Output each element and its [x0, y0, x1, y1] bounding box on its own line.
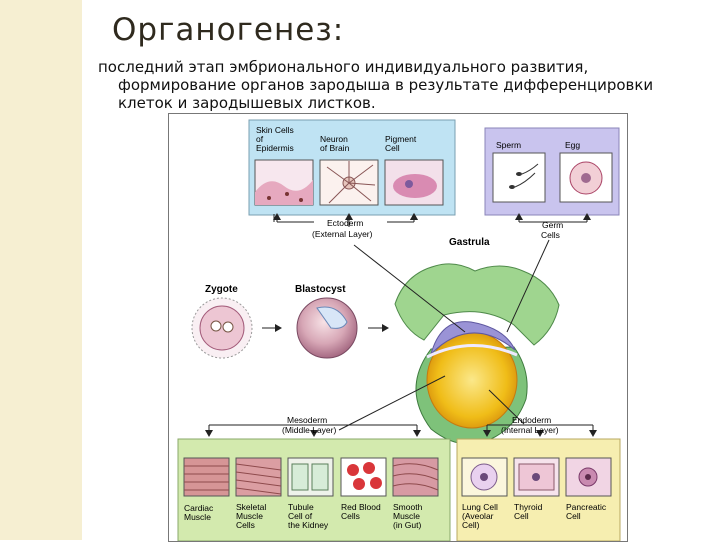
slide-title: Органогенез: [112, 12, 345, 48]
germ-bracket [515, 213, 591, 223]
germ-cells-label-l1: Germ [542, 220, 563, 230]
skin-cell-label-l3: Epidermis [256, 143, 294, 153]
pancreatic-label-l1: Pancreatic [566, 502, 607, 512]
pigment-label-l2: Cell [385, 143, 400, 153]
skeletal-label-l2: Muscle [236, 511, 263, 521]
germ-cells-label-l2: Cells [541, 230, 560, 240]
gastrula-leader-lines [338, 239, 550, 431]
tubule-label-l2: Cell of [288, 511, 313, 521]
zygote-label: Zygote [205, 284, 238, 295]
lung-label-l3: Cell) [462, 520, 480, 530]
pancreatic-label-l2: Cell [566, 511, 581, 521]
neuron-label-l2: of Brain [320, 143, 350, 153]
definition-line-1: последний этап эмбрионального индивидуал… [98, 58, 589, 76]
definition-line-2: формирование органов зародыша в результа… [118, 76, 654, 94]
rbc-label-l2: Cells [341, 511, 360, 521]
egg-image [559, 152, 613, 203]
thyroid-label-l1: Thyroid [514, 502, 543, 512]
cardiac-muscle-image [183, 457, 230, 497]
skin-cell-label-l2: of [256, 134, 264, 144]
slide-definition-text: последний этап эмбрионального индивидуал… [98, 58, 708, 112]
skin-cell-label-l1: Skin Cells [256, 125, 294, 135]
zygote-illustration [191, 297, 253, 359]
ectoderm-label: Ectoderm [327, 218, 363, 228]
tubule-label-l3: the Kidney [288, 520, 329, 530]
decorative-background-stripe [0, 0, 82, 540]
ectoderm-sublabel: (External Layer) [312, 229, 373, 239]
smooth-label-l3: (in Gut) [393, 520, 422, 530]
diagram-canvas: Skin Cells of Epidermis Neuron of Brain … [177, 119, 621, 541]
endoderm-label: Endoderm [512, 415, 551, 425]
cardiac-label-l2: Muscle [184, 512, 211, 522]
skeletal-muscle-image [235, 457, 282, 497]
cardiac-label-l1: Cardiac [184, 503, 214, 513]
organogenesis-diagram: Skin Cells of Epidermis Neuron of Brain … [168, 113, 628, 542]
thyroid-label-l2: Cell [514, 511, 529, 521]
sperm-label: Sperm [496, 140, 521, 150]
egg-label: Egg [565, 140, 580, 150]
mesoderm-bracket [205, 424, 421, 437]
gastrula-label: Gastrula [449, 237, 490, 248]
gastrula-illustration [394, 263, 560, 445]
lung-label-l1: Lung Cell [462, 502, 498, 512]
skeletal-label-l3: Cells [236, 520, 255, 530]
blastocyst-illustration [296, 297, 358, 359]
smooth-label-l2: Muscle [393, 511, 420, 521]
kidney-tubule-image [287, 457, 334, 497]
lung-label-l2: (Aveolar [462, 511, 494, 521]
endoderm-sublabel: (Internal Layer) [501, 425, 559, 435]
thyroid-cell-image [513, 457, 560, 497]
skin-cell-image [254, 159, 314, 206]
sperm-image [492, 152, 546, 203]
mesoderm-label: Mesoderm [287, 415, 327, 425]
smooth-muscle-image [392, 457, 439, 497]
mesoderm-sublabel: (Middle Layer) [282, 425, 336, 435]
neuron-image [319, 159, 379, 206]
rbc-label-l1: Red Blood [341, 502, 381, 512]
smooth-label-l1: Smooth [393, 502, 423, 512]
blastocyst-label: Blastocyst [295, 284, 346, 295]
neuron-label-l1: Neuron [320, 134, 348, 144]
tubule-label-l1: Tubule [288, 502, 314, 512]
definition-line-3: клеток и зародышевых листков. [118, 94, 376, 112]
ectoderm-bracket [273, 214, 414, 227]
pancreatic-cell-image [565, 457, 612, 497]
pigment-cell-image [384, 159, 444, 206]
endoderm-bracket [483, 424, 597, 437]
pigment-label-l1: Pigment [385, 134, 417, 144]
lung-cell-image [461, 457, 508, 497]
skeletal-label-l1: Skeletal [236, 502, 266, 512]
red-blood-cells-image [340, 457, 387, 497]
